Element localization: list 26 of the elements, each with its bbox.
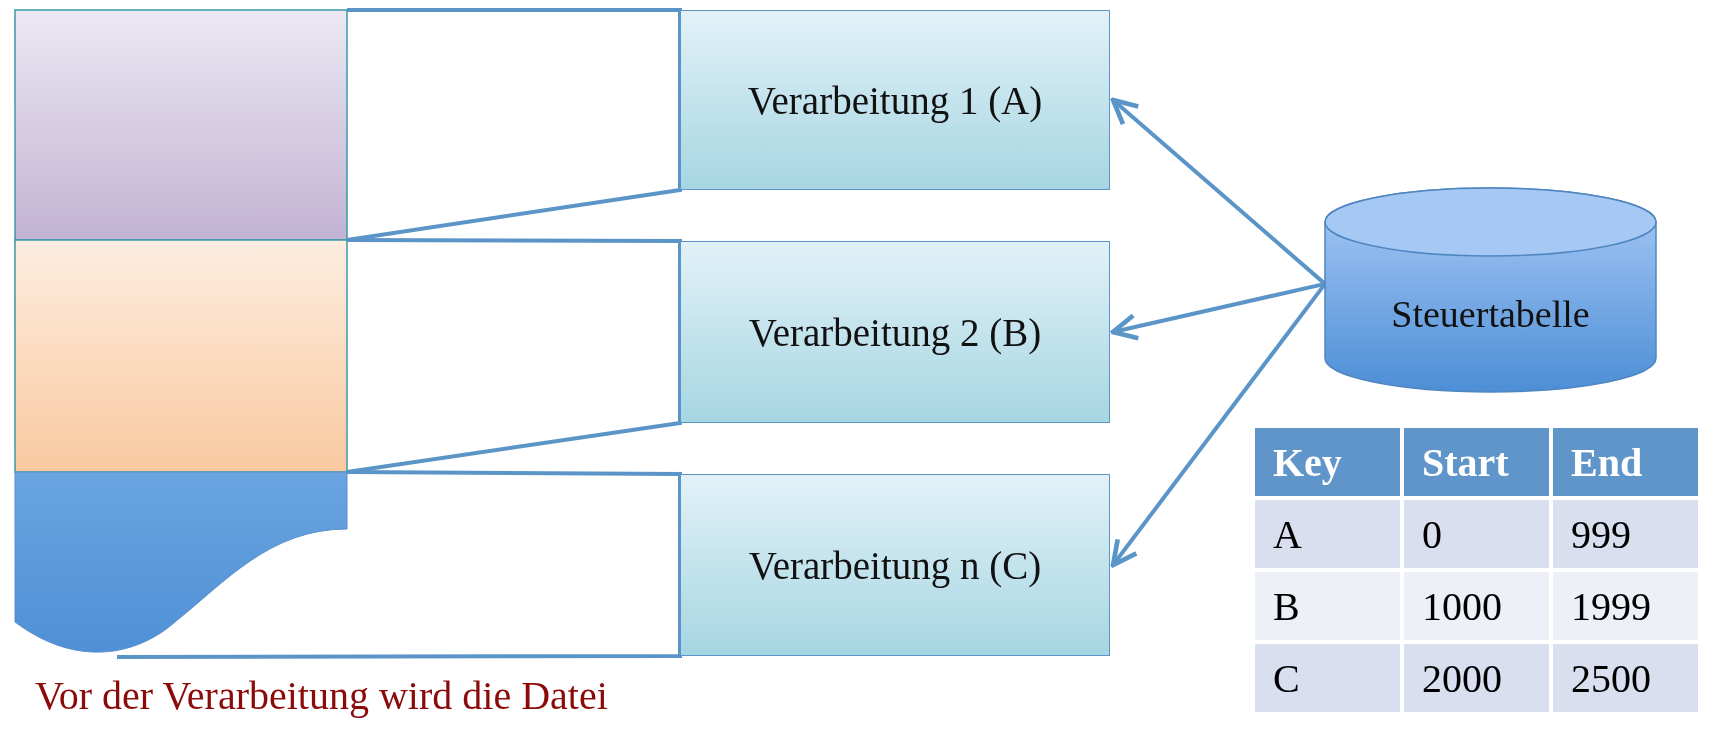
process-label: Verarbeitung 2 (B) <box>748 309 1042 355</box>
process-box <box>680 241 1110 423</box>
process-box <box>680 474 1110 656</box>
file-segment <box>15 10 347 240</box>
table-cell: 1999 <box>1553 572 1698 640</box>
database-cylinder <box>1324 187 1657 393</box>
file-segment <box>15 240 347 472</box>
database-label: Steuertabelle <box>1391 292 1590 336</box>
table-cell: 999 <box>1553 500 1698 568</box>
table-cell: C <box>1255 644 1400 712</box>
process-label: Verarbeitung 1 (A) <box>747 77 1043 123</box>
process-box <box>680 10 1110 190</box>
note-text: Vor der Verarbeitung wird die Datei <box>35 672 608 719</box>
table-cell: 2500 <box>1553 644 1698 712</box>
arrow <box>1110 97 1327 286</box>
table-cell: 1000 <box>1404 572 1549 640</box>
zoom-lines <box>117 470 682 659</box>
table-cell: 2000 <box>1404 644 1549 712</box>
table-cell: 0 <box>1404 500 1549 568</box>
table-cell: B <box>1255 572 1400 640</box>
arrow <box>1110 281 1326 341</box>
table-header-cell: Start <box>1404 428 1549 496</box>
process-label: Verarbeitung n (C) <box>748 542 1042 588</box>
table-header-cell: Key <box>1255 428 1400 496</box>
table-header-cell: End <box>1553 428 1698 496</box>
table-cell: A <box>1255 500 1400 568</box>
